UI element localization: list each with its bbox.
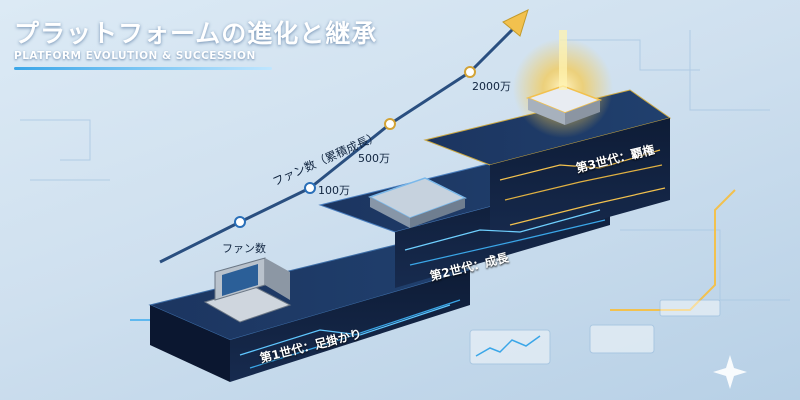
milestone-point-2 xyxy=(304,182,316,194)
decorative-panels xyxy=(469,299,721,365)
step-circuit-traces xyxy=(239,149,666,369)
milestone-label-1: 100万 xyxy=(318,184,350,197)
page-title: プラットフォームの進化と継承 xyxy=(14,19,378,48)
page-subtitle: PLATFORM EVOLUTION & SUCCESSION xyxy=(14,50,256,62)
panel-graph-line xyxy=(475,335,541,357)
growth-start-label: ファン数 xyxy=(222,242,266,255)
sparkle-icon xyxy=(713,355,747,389)
growth-arrow-line xyxy=(159,20,522,264)
glowing-core-icon xyxy=(513,30,613,138)
retro-computer-icon xyxy=(203,257,292,323)
gold-circuit-trace xyxy=(610,189,736,311)
milestone-label-2: 500万 xyxy=(358,152,390,165)
milestone-point-1 xyxy=(234,216,246,228)
chip-icon xyxy=(368,177,467,228)
background-circuit-lines xyxy=(20,30,790,301)
milestone-point-3 xyxy=(384,118,396,130)
title-underline xyxy=(14,67,272,70)
milestone-point-4 xyxy=(464,66,476,78)
milestone-label-3: 2000万 xyxy=(472,80,511,93)
growth-arrow-head xyxy=(502,9,529,37)
